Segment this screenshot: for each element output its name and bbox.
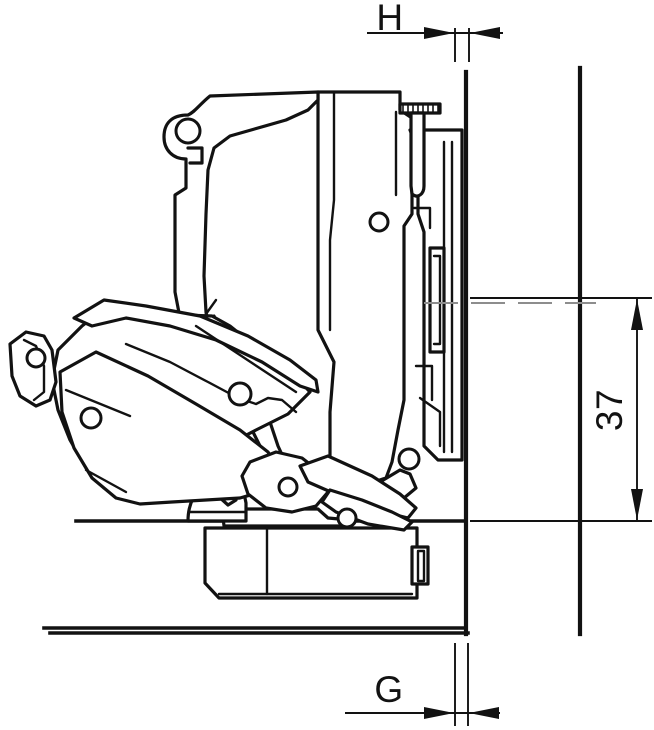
dim-37-arrow-top [631,299,643,330]
pivot-hole-open-knuckle [277,476,299,498]
linkage-detail-lines [64,298,298,494]
dim-G-label: G [374,669,403,710]
screw-head [398,102,442,115]
arm-upright-left-notch [186,146,204,165]
mounting-plate [408,128,464,462]
arm-upright-main-body [316,90,414,492]
pivot-holes [25,117,421,529]
dim-H-arrow-left [424,27,454,39]
arm-open-lower-body [58,350,282,506]
mounting-plate-clip [428,246,446,354]
pivot-hole-mid [227,381,253,407]
pivot-hole-lower-right [397,447,421,471]
dimension-G: G [345,643,500,726]
pivot-hole-cup [336,507,358,529]
arm-open-strut [298,454,418,520]
screw-thread-hatch [402,105,439,112]
dim-G-arrow-right [469,707,499,719]
linkage-line-3 [84,468,128,494]
linkage-line-2 [64,388,132,418]
dim-37-arrow-bottom [631,489,643,520]
mounting-plate-step-1 [412,206,432,230]
mounting-plate-step-3 [418,396,442,448]
base-plate [203,526,430,600]
hinge-arm-opened [8,298,418,532]
pivot-hole-upper-body [368,211,390,233]
dim-H-arrow-right [470,27,500,39]
arm-open-top-strip [72,298,320,394]
arm-open-end-cap [8,330,58,408]
arm-open-end-cap-inner [22,338,46,402]
base-plate-tab [410,545,430,586]
dim-37-label: 37 [589,389,630,431]
dimension-37: 37 [470,297,652,522]
linkage-line-1 [194,324,298,394]
arm-upright-inner-contour [328,90,336,332]
arm-open-tail [320,488,414,532]
pivot-hole-open-arm-a [79,406,103,430]
dim-G-arrow-left [424,707,454,719]
screw-shank [409,111,426,198]
pivot-hole-top-left [174,117,202,145]
adjusting-screw [394,102,442,198]
dimension-H: H [367,0,503,62]
base-plate-outline [203,526,419,600]
pivot-hole-open-arm-b [25,347,47,369]
dim-H-label: H [376,0,403,38]
linkage-line-4 [204,298,218,316]
base-plate-tab-inner [416,549,426,583]
mounting-plate-step-2 [414,364,434,402]
mounting-plate-clip-inner [432,254,442,346]
